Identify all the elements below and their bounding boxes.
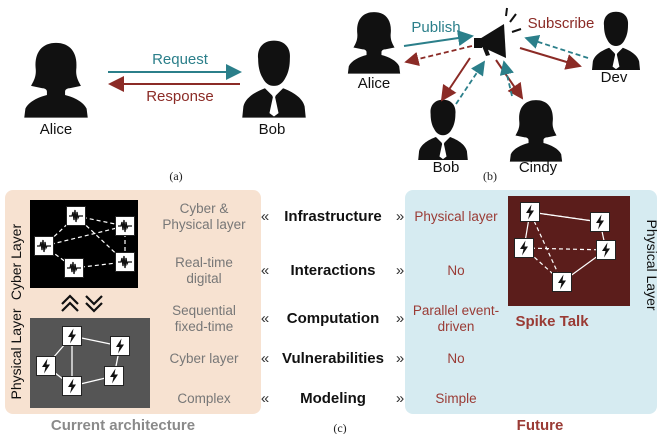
current-value-3: Cyber layer	[169, 351, 239, 366]
subscriber-dev-label: Dev	[601, 69, 628, 86]
digital-node-icon	[115, 216, 135, 236]
category-label-4: Modeling	[300, 390, 366, 407]
physical-node-icon	[104, 366, 124, 386]
request-label: Request	[152, 51, 209, 68]
future-physical-layer-side-label: Physical Layer	[644, 219, 660, 310]
future-title: Future	[517, 417, 564, 434]
cindy-person-icon	[509, 100, 563, 162]
right-guillemet-icon: »	[396, 350, 404, 367]
current-value-1: Real-time	[175, 255, 233, 270]
digital-node-icon	[34, 236, 54, 256]
digital-node-icon	[64, 258, 84, 278]
physical-node-icon	[110, 336, 130, 356]
left-guillemet-icon: «	[261, 208, 269, 225]
alice-person-icon	[24, 42, 88, 118]
alice-delivery-arrow	[404, 45, 473, 67]
future-value-0: Physical layer	[414, 209, 498, 224]
bob-label: Bob	[259, 121, 286, 138]
megaphone-icon	[474, 7, 522, 58]
category-label-0: Infrastructure	[284, 208, 382, 225]
dev-delivery-arrow	[519, 47, 582, 70]
subscriber-bob-label: Bob	[433, 159, 460, 176]
future-value-4: Simple	[435, 391, 476, 406]
current-value-2: fixed-time	[175, 319, 234, 334]
panel-a: Alice Bob Request Response (a)	[24, 40, 306, 183]
caption-b: (b)	[483, 169, 497, 183]
physical-node-icon	[62, 326, 82, 346]
publisher-label: Alice	[358, 75, 391, 92]
left-guillemet-icon: «	[261, 390, 269, 407]
caption-a: (a)	[169, 169, 182, 183]
publish-arrow	[403, 30, 474, 47]
cindy-subscribe-arrow	[499, 60, 514, 97]
comparison-rows: Cyber &Physical layer«Infrastructure»Phy…	[162, 201, 499, 407]
panel-b: Alice Publish Subscribe Dev Bob Cindy (b…	[347, 7, 640, 183]
physical-node-icon	[62, 376, 82, 396]
dev-person-icon	[592, 11, 640, 70]
future-value-2: Parallel event-	[413, 303, 499, 318]
left-guillemet-icon: «	[261, 262, 269, 279]
alice-label: Alice	[40, 121, 73, 138]
right-guillemet-icon: »	[396, 262, 404, 279]
spike-talk-network	[508, 196, 630, 306]
right-guillemet-icon: »	[396, 208, 404, 225]
spike-talk-label: Spike Talk	[515, 313, 589, 330]
publish-label: Publish	[411, 19, 460, 36]
cyber-layer-network	[30, 200, 138, 288]
bob-delivery-arrow	[440, 57, 471, 102]
bob-subscriber-icon	[418, 99, 468, 160]
spike-node-icon	[520, 202, 540, 222]
spike-node-icon	[552, 272, 572, 292]
left-guillemet-icon: «	[261, 350, 269, 367]
spike-node-icon	[590, 212, 610, 232]
category-label-2: Computation	[287, 310, 379, 327]
current-architecture-title: Current architecture	[51, 417, 195, 434]
bob-subscribe-arrow	[455, 60, 485, 105]
future-value-2: driven	[438, 319, 475, 334]
physical-node-icon	[36, 356, 56, 376]
future-value-1: No	[447, 263, 464, 278]
spike-node-icon	[596, 240, 616, 260]
bob-person-icon	[242, 40, 306, 118]
caption-c: (c)	[333, 421, 346, 434]
response-label: Response	[146, 88, 214, 105]
panel-c: Cyber Layer Physical Layer Physical Laye…	[5, 190, 660, 434]
current-value-4: Complex	[177, 391, 231, 406]
current-value-0: Cyber &	[180, 201, 229, 216]
alice-publisher-icon	[347, 12, 401, 74]
category-label-1: Interactions	[290, 262, 375, 279]
digital-node-icon	[115, 252, 135, 272]
category-label-3: Vulnerabilities	[282, 350, 384, 367]
current-value-0: Physical layer	[162, 217, 246, 232]
left-guillemet-icon: «	[261, 310, 269, 327]
spike-node-icon	[514, 238, 534, 258]
right-guillemet-icon: »	[396, 310, 404, 327]
subscriber-cindy-label: Cindy	[519, 159, 558, 176]
cindy-delivery-arrow	[495, 59, 524, 100]
physical-layer-network	[30, 318, 150, 408]
physical-layer-side-label: Physical Layer	[8, 308, 24, 399]
dev-subscribe-arrow	[524, 35, 589, 59]
future-value-3: No	[447, 351, 464, 366]
current-value-1: digital	[186, 271, 221, 286]
current-value-2: Sequential	[172, 303, 236, 318]
digital-node-icon	[66, 206, 86, 226]
cyber-layer-side-label: Cyber Layer	[8, 224, 24, 301]
subscribe-label: Subscribe	[528, 15, 595, 32]
layer-exchange-chevrons-icon	[61, 294, 103, 313]
right-guillemet-icon: »	[396, 390, 404, 407]
